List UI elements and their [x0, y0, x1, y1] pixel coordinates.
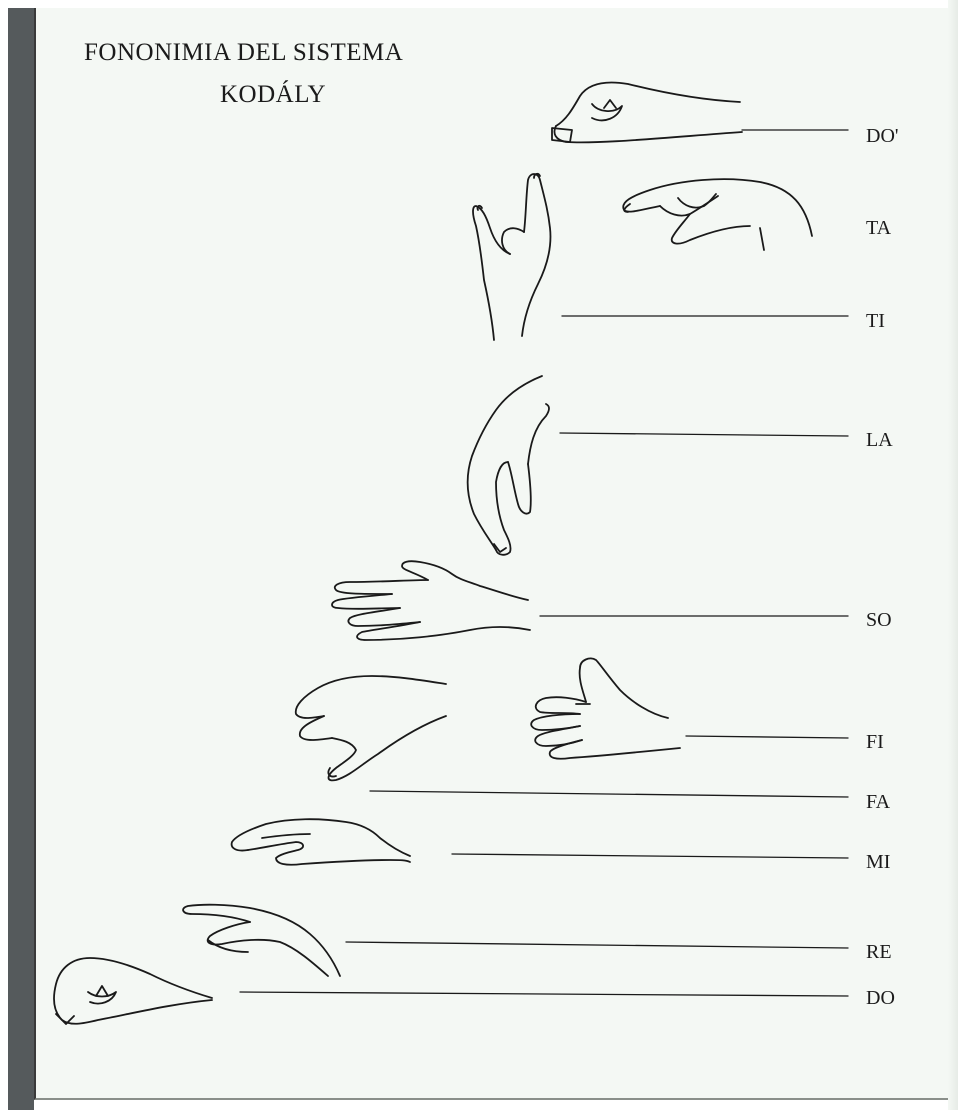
- note-label-so: SO: [866, 608, 892, 632]
- flat-hand-icon: [332, 561, 530, 640]
- note-label-re: RE: [866, 940, 892, 964]
- flat-palm-down-icon: [232, 819, 410, 865]
- thumb-up-fist-icon: [531, 658, 680, 758]
- closed-fist-down-icon: [552, 83, 742, 143]
- thumb-down-icon: [296, 676, 446, 780]
- slanted-hand-icon: [183, 905, 340, 976]
- guide-line-fa: [370, 791, 848, 797]
- note-label-ta: TA: [866, 216, 891, 240]
- index-up-icon: [473, 174, 551, 340]
- note-label-ti: TI: [866, 309, 885, 333]
- drooping-hand-icon: [468, 376, 549, 555]
- guide-line-re: [346, 942, 848, 948]
- note-label-la: LA: [866, 428, 893, 452]
- guide-line-mi: [452, 854, 848, 858]
- closed-fist-icon: [54, 958, 212, 1024]
- note-label-fa: FA: [866, 790, 890, 814]
- note-label-fi: FI: [866, 730, 884, 754]
- note-label-do: DO: [866, 986, 895, 1010]
- note-label-mi: MI: [866, 850, 890, 874]
- pointing-finger-icon: [623, 179, 812, 250]
- guide-line-fi: [686, 736, 848, 738]
- note-label-do-high: DO': [866, 124, 899, 148]
- guide-line-do: [240, 992, 848, 996]
- guide-line-la: [560, 433, 848, 436]
